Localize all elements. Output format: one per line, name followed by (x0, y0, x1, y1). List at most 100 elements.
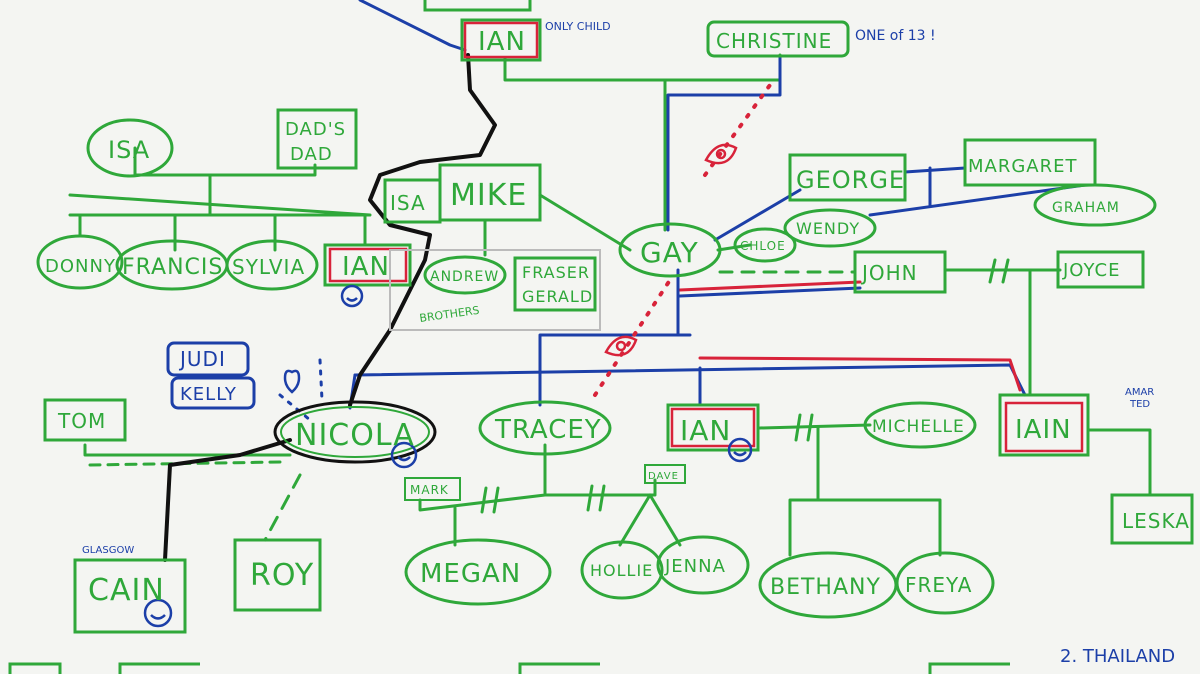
node-joyce: JOYCE (1062, 260, 1120, 281)
node-john: JOHN (860, 261, 918, 285)
john-box (853, 250, 947, 294)
node-kelly: KELLY (180, 384, 237, 405)
jenna-oval (656, 535, 750, 595)
line-ian-michelle-break (794, 413, 814, 442)
node-dads-dad-1: DAD'S (285, 119, 346, 140)
node-ian-mid: IAN (342, 252, 390, 282)
line-tom-nicola (83, 443, 292, 457)
mark-box (404, 477, 461, 501)
smiley-face-icon (143, 284, 753, 628)
line-hollie-jenna (618, 493, 682, 547)
chloe-oval (733, 227, 797, 263)
gay-oval (618, 222, 722, 278)
line-isa-dadsdad (133, 146, 317, 177)
node-megan: MEGAN (420, 559, 521, 589)
node-dads-dad-2: DAD (290, 144, 333, 165)
line-blue-generation-bar (538, 333, 692, 407)
node-chloe: CHLOE (740, 239, 786, 253)
line-red-dotted-1 (703, 83, 772, 177)
line-iain-leska (1086, 428, 1152, 497)
node-graham: GRAHAM (1052, 200, 1120, 216)
line-blue-dotted-nicola (278, 358, 324, 422)
note-brothers: BROTHERS (419, 304, 481, 325)
line-christine-blue (666, 56, 782, 232)
node-roy: ROY (250, 558, 314, 593)
node-andrew: ANDREW (430, 269, 499, 285)
line-nicola-roy (263, 473, 302, 542)
node-donny: DONNY (45, 256, 116, 277)
ian-top-box (460, 18, 542, 62)
node-dave: DAVE (648, 471, 679, 482)
freya-oval (895, 551, 995, 615)
ian-low-box (666, 403, 760, 452)
heart-icon (283, 369, 301, 394)
tom-box (43, 398, 127, 442)
graham-oval (1033, 183, 1157, 227)
node-mark: MARK (410, 483, 449, 497)
red-eye-icon (604, 143, 738, 357)
tracey-oval (478, 400, 612, 456)
node-ian-top: IAN (478, 27, 526, 57)
line-sibling-bar (68, 193, 372, 217)
roy-box (233, 538, 322, 612)
line-red-to-john (678, 280, 862, 292)
note-only-child: ONLY CHILD (545, 20, 611, 33)
note-glasgow: GLASGOW (82, 545, 134, 556)
line-blue-to-ian-top (358, 0, 467, 52)
line-black-ancestry-path (163, 53, 497, 562)
dave-box (644, 464, 686, 484)
sylvia-oval (225, 239, 319, 291)
line-sibling-drops (78, 213, 367, 252)
hollie-oval (580, 540, 664, 600)
line-tracey-breaks (480, 484, 606, 514)
note-amaritied-1: AMAR (1125, 387, 1154, 398)
donny-oval (36, 234, 124, 290)
node-freya: FREYA (905, 573, 972, 597)
joyce-box (1056, 250, 1145, 289)
node-francis: FRANCIS (122, 255, 223, 280)
fraser-gerald-box (513, 256, 597, 312)
node-christine: CHRISTINE (716, 29, 832, 53)
node-bethany: BETHANY (770, 575, 881, 600)
cain-box (73, 558, 187, 634)
node-margaret: MARGARET (968, 156, 1078, 177)
leska-box (1110, 493, 1194, 545)
line-blue-to-john (678, 286, 862, 298)
line-mike-gay (538, 193, 632, 252)
edge-partial-top (423, 0, 532, 12)
george-box (788, 153, 907, 202)
wendy-oval (783, 208, 877, 248)
andrew-fraser-gerald-box (389, 249, 601, 331)
node-mike: MIKE (450, 178, 527, 213)
christine-box (706, 20, 850, 58)
node-nicola: NICOLA (295, 418, 415, 453)
iain-box (998, 393, 1090, 457)
megan-oval (404, 538, 552, 606)
kelly-box (170, 376, 256, 410)
line-ian-christine (503, 53, 782, 82)
node-ian-low: IAN (680, 414, 731, 447)
edge-partial-bottom (8, 662, 1010, 674)
mike-box (438, 163, 542, 222)
ian-mid-box (323, 243, 412, 287)
line-red-dotted-2 (593, 278, 672, 397)
nicola-oval (273, 400, 437, 464)
node-hollie: HOLLIE (590, 561, 653, 580)
line-gay-george (713, 188, 802, 242)
line-tracey-dave (543, 478, 657, 497)
dads-dad-box (276, 108, 358, 170)
node-tracey: TRACEY (494, 415, 602, 445)
node-wendy: WENDY (796, 219, 860, 238)
node-isa-left: ISA (108, 136, 150, 164)
node-leska: LESKA (1122, 509, 1190, 533)
node-iain: IAIN (1015, 415, 1072, 445)
note-one-of-13: ONE of 13 ! (855, 28, 936, 44)
margaret-box (963, 138, 1097, 187)
line-red-long-bar (698, 356, 1022, 392)
line-john-joyce-break (988, 258, 1010, 284)
node-george: GEORGE (796, 166, 905, 194)
note-thailand: 2. THAILAND (1060, 646, 1175, 667)
line-george-kids (868, 166, 1087, 217)
